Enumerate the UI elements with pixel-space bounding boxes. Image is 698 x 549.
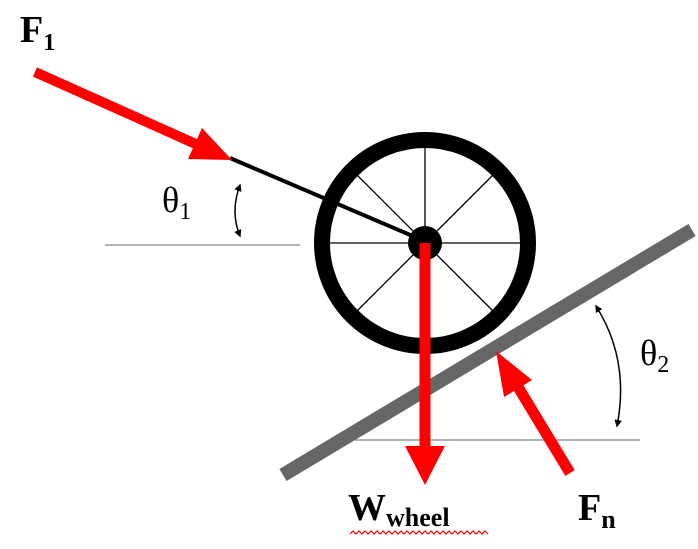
label-w-wheel: Wwheel — [348, 487, 450, 532]
force-arrow-normal — [496, 351, 575, 476]
label-w-sub: wheel — [386, 503, 450, 532]
spelling-underline — [349, 530, 489, 535]
label-theta2: θ2 — [640, 333, 669, 378]
label-theta2-main: θ — [640, 333, 657, 373]
label-fn: Fn — [578, 487, 616, 534]
label-theta1: θ1 — [162, 180, 191, 225]
inclined-surface — [279, 223, 696, 482]
theta1-angle-arc — [234, 183, 242, 238]
label-f1-sub: 1 — [43, 30, 55, 56]
label-f1-main: F — [20, 9, 43, 51]
label-fn-main: F — [578, 487, 601, 529]
label-w-main: W — [348, 487, 386, 529]
force-arrow-weight — [405, 243, 445, 485]
label-fn-sub: n — [601, 505, 616, 534]
theta2-angle-arc — [595, 304, 622, 428]
label-theta1-sub: 1 — [179, 199, 191, 225]
force-arrow-f1 — [32, 67, 232, 160]
label-f1: F1 — [20, 9, 55, 56]
label-theta1-main: θ — [162, 180, 179, 220]
label-theta2-sub: 2 — [657, 352, 669, 378]
